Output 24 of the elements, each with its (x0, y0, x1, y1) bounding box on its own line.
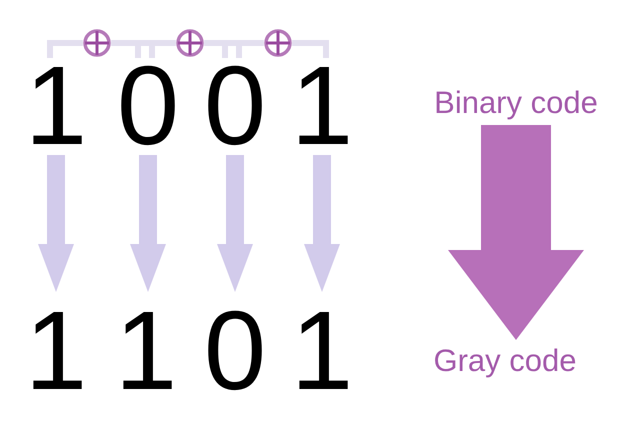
digit: 0 (205, 58, 265, 153)
digit: 1 (30, 58, 82, 153)
xor-symbol-icon (83, 29, 111, 57)
xor-symbol-icon (264, 29, 292, 57)
arrow (217, 155, 253, 292)
digit: 0 (205, 292, 265, 410)
connector-line (135, 40, 176, 58)
code-label: Gray code (405, 341, 605, 381)
connector-line (47, 40, 83, 58)
arrow (130, 155, 166, 292)
connector-line (111, 40, 155, 58)
arrow (38, 155, 74, 292)
digit: 0 (118, 58, 178, 153)
digit: 1 (296, 292, 348, 410)
digit: 1 (120, 292, 172, 410)
arrow (448, 125, 584, 340)
xor-symbol-icon (176, 29, 204, 57)
connector-line (222, 40, 264, 58)
arrow (304, 155, 340, 292)
digit: 1 (296, 58, 348, 153)
connector-line (292, 40, 329, 58)
connector-line (204, 40, 242, 58)
digit: 1 (30, 292, 82, 410)
code-label: Binary code (405, 84, 627, 122)
